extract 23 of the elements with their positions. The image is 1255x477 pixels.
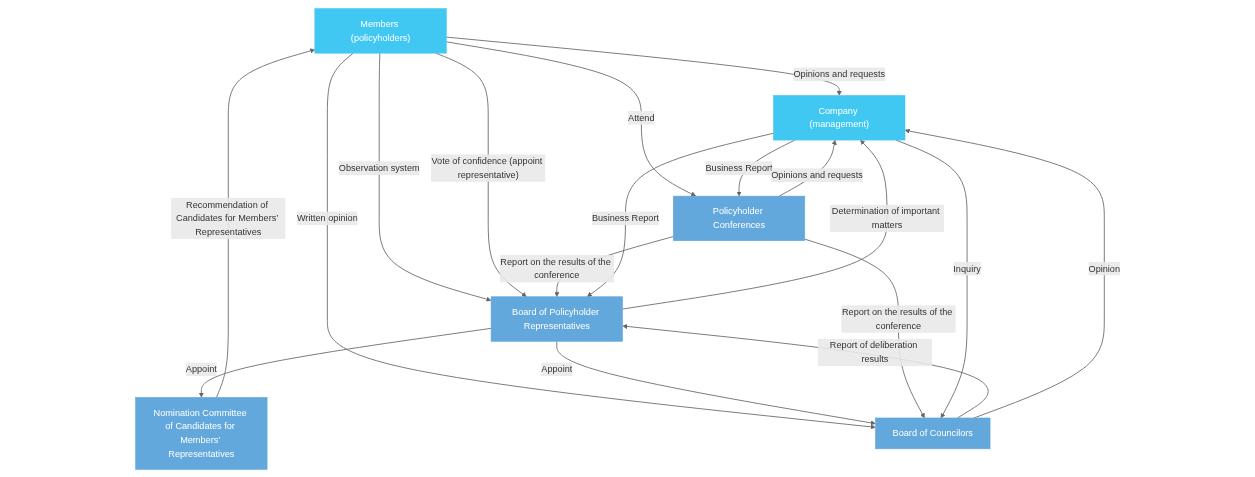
edge-label: Inquiry: [953, 263, 981, 273]
edge-label: Vote of confidence (appoint representative): [431, 155, 543, 180]
edge-label: Observation system: [338, 162, 420, 173]
node-box: Board of Policyholder Representatives: [490, 295, 623, 342]
node-box: Nomination Committee of Candidates for Members’ Representatives: [134, 396, 268, 470]
edge-label: Appoint: [540, 363, 573, 374]
node-box: Company (management): [772, 94, 905, 140]
edge-label: Report of deliberation results: [829, 339, 917, 364]
edge-label: Written opinion: [296, 212, 358, 223]
node-box: Board of Councilors: [874, 417, 991, 449]
edge-label: Report on the results of the conference: [841, 306, 953, 330]
edge-label: Business Report: [591, 212, 659, 223]
node-box: Policyholder Conferences: [672, 195, 805, 241]
edge-label: Report on the results of the conference: [500, 256, 611, 280]
edge-label: Recommendation of Candidates for Members’ Representatives: [175, 199, 278, 237]
edge-label: Opinions and requests: [793, 68, 885, 79]
edge-label: Attend: [627, 112, 655, 122]
edge-label: Opinions and requests: [770, 169, 863, 180]
edge-label: Business Report: [705, 162, 773, 173]
node-box: Members (policyholders): [314, 7, 447, 53]
edge-label: Appoint: [185, 363, 217, 374]
edge-label: Determination of important matters: [831, 205, 940, 230]
edge-label: Opinion: [1088, 263, 1120, 273]
